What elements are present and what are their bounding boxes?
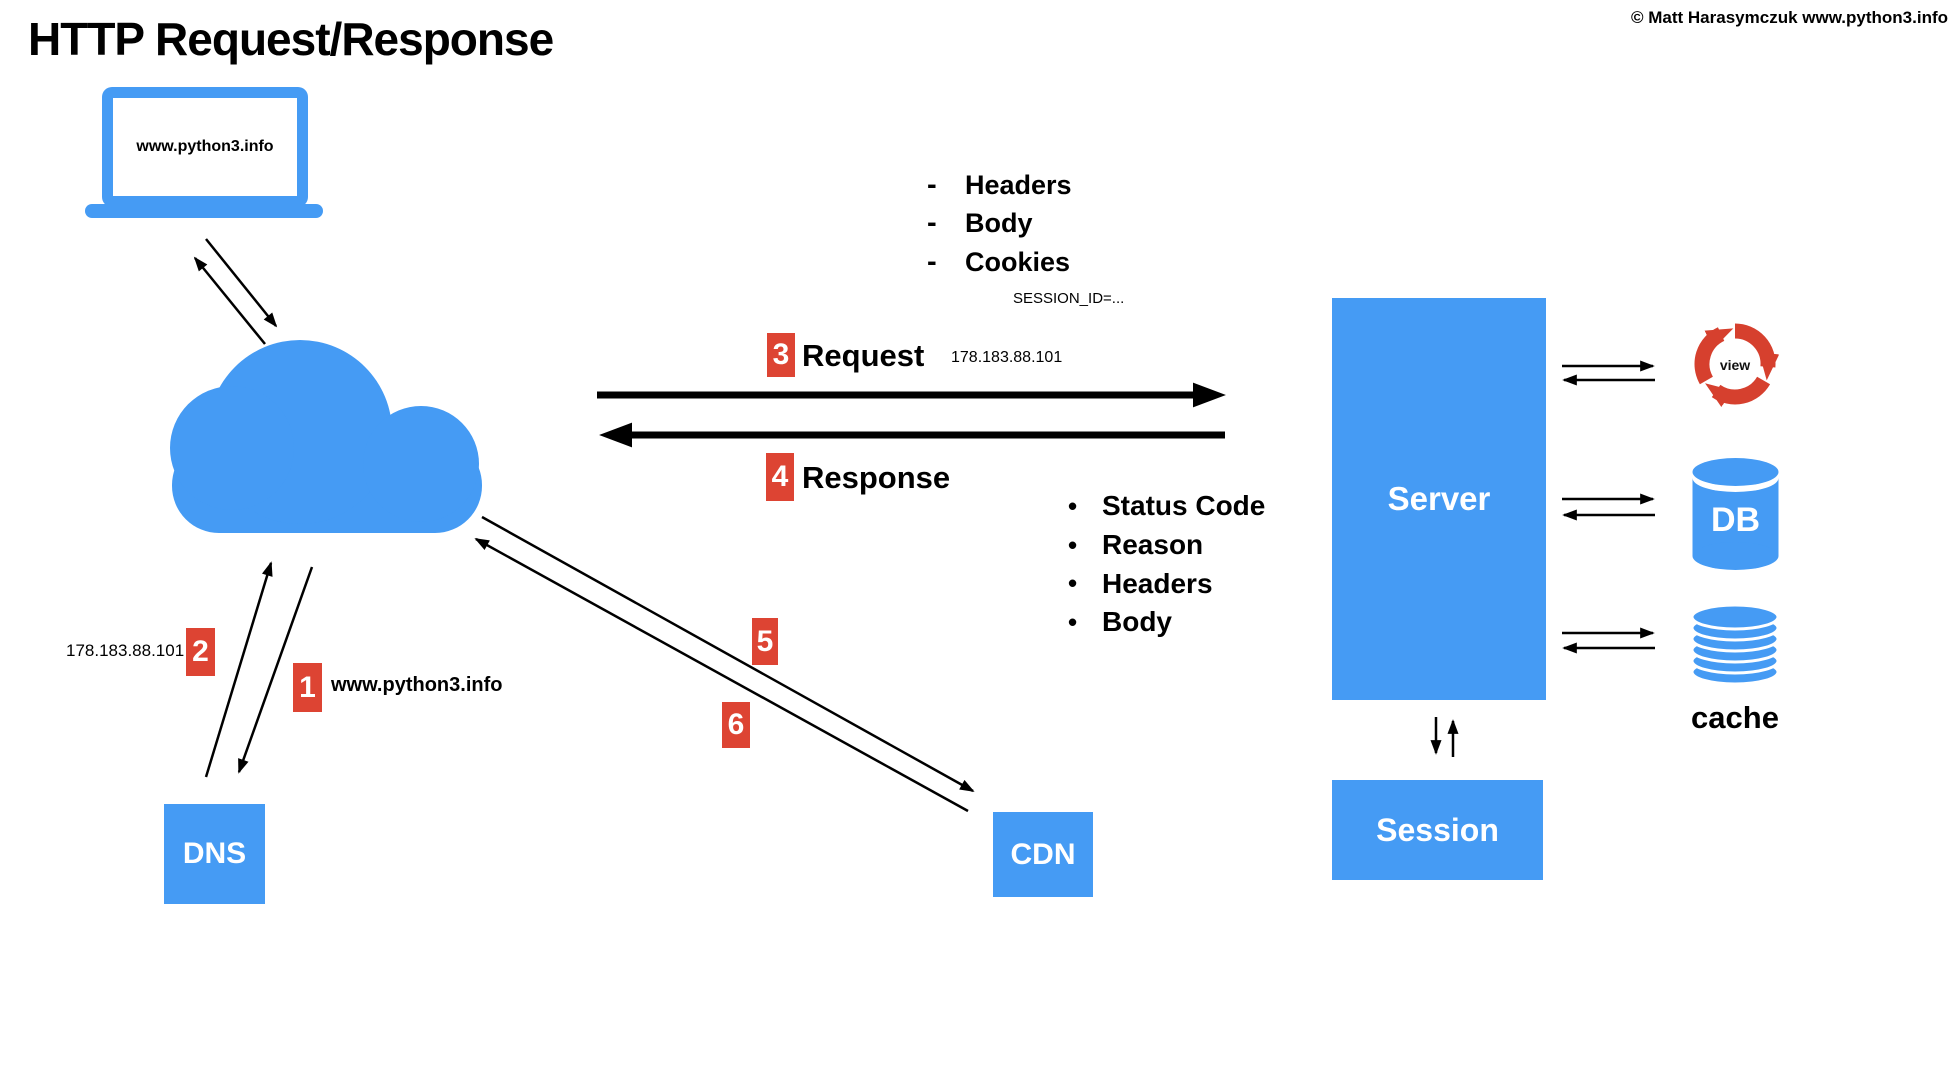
- response-label: Response: [802, 460, 951, 495]
- dns-to-cloud-arrow: [204, 561, 273, 778]
- response-prop-body: Body: [1102, 606, 1172, 638]
- dot-bullet: •: [1068, 529, 1078, 560]
- client-url-label: www.python3.info: [136, 138, 274, 155]
- cloud-to-laptop-arrow: [193, 256, 266, 345]
- dot-bullet: •: [1068, 606, 1078, 637]
- step-5-badge: 5: [752, 618, 778, 665]
- response-properties-list: • Status Code • Reason • Headers • Body: [1068, 487, 1265, 642]
- request-properties-list: - Headers - Body - Cookies: [927, 166, 1072, 282]
- cache-label: cache: [1691, 700, 1779, 735]
- laptop-icon: www.python3.info: [102, 87, 308, 207]
- request-prop-headers: Headers: [965, 169, 1072, 200]
- list-item: • Status Code: [1068, 487, 1265, 526]
- request-target-ip: 178.183.88.101: [951, 349, 1063, 366]
- page-title: HTTP Request/Response: [28, 13, 554, 65]
- dot-bullet: •: [1068, 568, 1078, 599]
- step-2-badge: 2: [186, 628, 215, 676]
- step-4-badge: 4: [766, 453, 794, 501]
- list-item: - Headers: [927, 166, 1072, 205]
- copyright-note: © Matt Harasymczuk www.python3.info: [1631, 8, 1948, 27]
- cache-icon: [1690, 603, 1780, 686]
- dash-bullet: -: [927, 168, 937, 201]
- view-label: view: [1720, 357, 1750, 373]
- db-icon: DB: [1692, 458, 1779, 570]
- cdn-to-cloud-arrow: [474, 537, 969, 813]
- laptop-to-cloud-arrow: [205, 238, 278, 328]
- dash-bullet: -: [927, 245, 937, 278]
- laptop-base: [85, 204, 323, 218]
- request-prop-body: Body: [965, 208, 1033, 239]
- cdn-node: CDN: [993, 812, 1093, 897]
- dns-node: DNS: [164, 804, 265, 904]
- dns-answer-ip: 178.183.88.101: [66, 641, 185, 660]
- dns-query-label: www.python3.info: [331, 674, 503, 696]
- server-node: Server: [1332, 298, 1546, 700]
- request-prop-cookies: Cookies: [965, 246, 1071, 277]
- session-id-note: SESSION_ID=...: [1013, 290, 1125, 307]
- response-prop-headers: Headers: [1102, 567, 1213, 599]
- response-prop-status: Status Code: [1102, 490, 1266, 522]
- db-label: DB: [1711, 501, 1760, 539]
- step-1-badge: 1: [293, 663, 322, 712]
- session-node: Session: [1332, 780, 1543, 880]
- step-3-badge: 3: [767, 333, 795, 377]
- view-cycle-icon: view: [1694, 323, 1780, 408]
- cloud-to-cdn-arrow: [481, 515, 975, 793]
- dash-bullet: -: [927, 207, 937, 240]
- list-item: - Cookies: [927, 243, 1072, 282]
- cloud-icon: [170, 340, 482, 533]
- list-item: - Body: [927, 205, 1072, 244]
- list-item: • Headers: [1068, 564, 1265, 603]
- list-item: • Reason: [1068, 526, 1265, 565]
- list-item: • Body: [1068, 603, 1265, 642]
- step-6-badge: 6: [722, 702, 750, 748]
- response-prop-reason: Reason: [1102, 529, 1204, 561]
- request-label: Request: [802, 338, 925, 373]
- dot-bullet: •: [1068, 490, 1078, 521]
